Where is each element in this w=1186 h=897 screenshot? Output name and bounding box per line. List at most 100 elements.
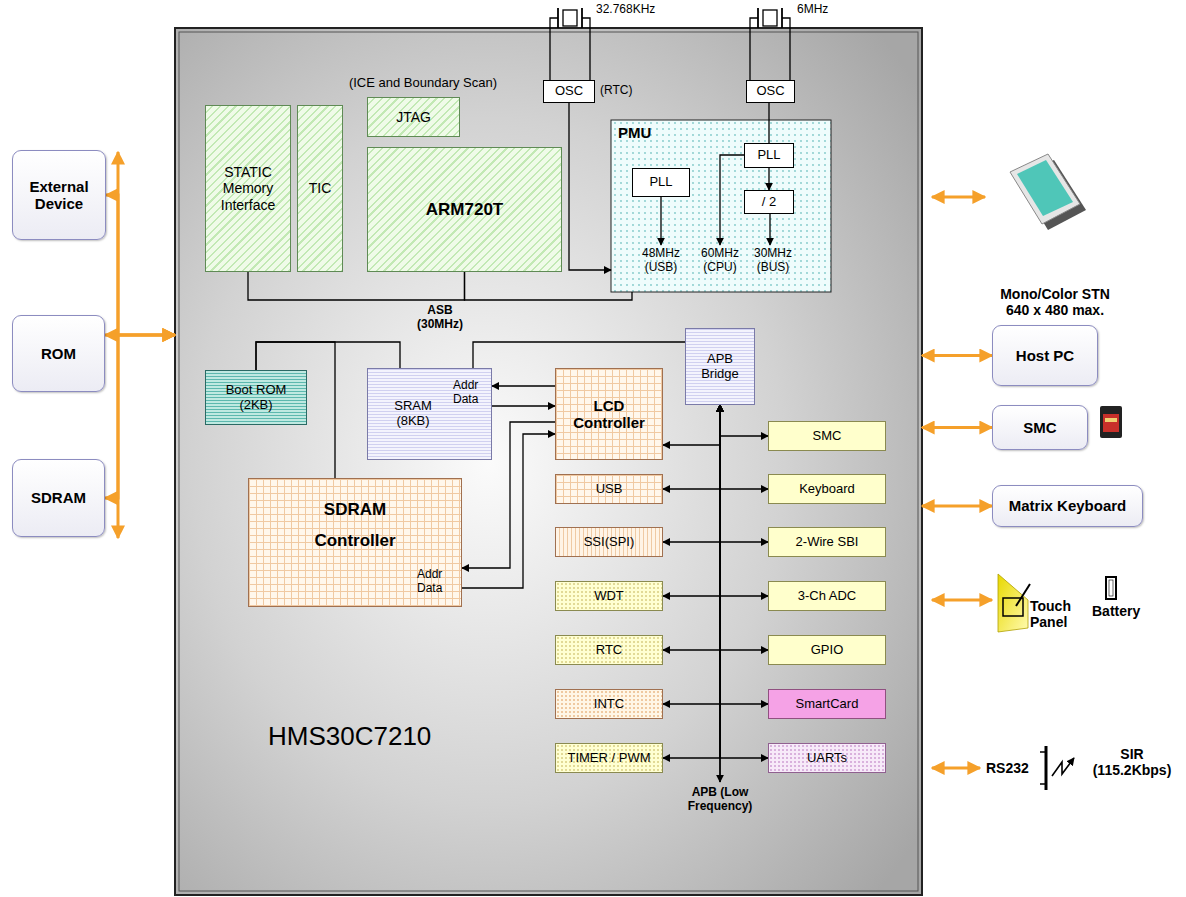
block-label: Host PC: [1016, 347, 1074, 364]
peripheral-box: WDT: [555, 581, 663, 611]
bus-connector: [720, 405, 768, 596]
peripheral-box: USB: [555, 474, 663, 504]
bus-connector: [248, 272, 465, 300]
rom-box: ROM: [12, 315, 105, 392]
block-label: ARM720T: [426, 200, 503, 220]
crystal-symbol: [750, 8, 790, 80]
block-label: UARTs: [807, 751, 847, 766]
external-device-box: External Device: [12, 150, 106, 240]
block-label: APB Bridge: [694, 352, 746, 382]
io-arrow: [106, 195, 175, 335]
io-arrow: [932, 197, 992, 768]
bus-connector: [720, 405, 768, 650]
divider-box: / 2: [744, 190, 794, 214]
bus-connector: [492, 405, 555, 406]
block-label: ROM: [41, 345, 76, 362]
peripheral-box: RTC: [555, 635, 663, 665]
port-label: RS232: [986, 760, 1040, 776]
sd-card-icon: [1100, 406, 1122, 438]
block-label: SMC: [1023, 419, 1056, 436]
boot-rom-block: Boot ROM (2KB): [205, 370, 307, 425]
bus-connector: [768, 168, 769, 190]
keyboard-box: Matrix Keyboard: [992, 485, 1143, 527]
block-label: External Device: [17, 178, 101, 213]
bus-connector: [720, 405, 768, 704]
bus-connector: [663, 405, 720, 489]
block-label: LCD Controller: [567, 397, 651, 432]
bus-connector: [663, 405, 720, 758]
lcd-controller-block: LCD Controller: [555, 368, 663, 460]
chip-outline-inner: [179, 32, 918, 891]
block-label: OSC: [756, 84, 784, 99]
peripheral-box: SSI(SPI): [555, 527, 663, 557]
block-label: Matrix Keyboard: [1009, 497, 1127, 514]
tic-block: TIC: [297, 105, 343, 272]
block-label: SDRAM Controller: [300, 495, 410, 556]
peripheral-box: TIMER / PWM: [555, 743, 663, 773]
bus-connector: [663, 405, 720, 650]
block-label: SSI(SPI): [584, 535, 635, 550]
crystal-frequency: 32.768KHz: [596, 3, 676, 17]
pll-box: PLL: [744, 143, 794, 168]
block-label: PLL: [757, 148, 780, 163]
port-label: Addr Data: [417, 568, 451, 596]
oscillator-box: OSC: [543, 80, 595, 103]
peripheral-box: GPIO: [768, 635, 886, 665]
block-label: PLL: [649, 175, 672, 190]
lcd-panel-icon: [1010, 154, 1086, 230]
oscillator-note: (RTC): [600, 84, 644, 98]
block-label: SMC: [813, 429, 842, 444]
crystal-symbol: [550, 8, 590, 80]
device-label: Battery: [1092, 603, 1154, 619]
cpu-core-block: ARM720T: [367, 147, 562, 272]
static-memory-block: STATIC Memory Interface: [205, 105, 291, 272]
io-arrow: [922, 505, 992, 508]
bus-connector: [720, 405, 768, 542]
block-label: 2-Wire SBI: [796, 535, 859, 550]
block-label: RTC: [596, 643, 622, 658]
bus-connector: [663, 405, 720, 704]
display-spec: Mono/Color STN 640 x 480 max.: [990, 286, 1120, 318]
bus-label: APB (Low Frequency): [668, 786, 772, 814]
block-label: OSC: [555, 84, 583, 99]
pmu-outline: [611, 120, 831, 292]
port-label: Addr Data: [453, 379, 485, 407]
sdram-box: SDRAM: [12, 459, 105, 537]
touch-panel-icon: [998, 574, 1030, 632]
sram-block: SRAM (8KB) Addr Data: [367, 368, 492, 460]
block-label: SRAM (8KB): [382, 399, 444, 429]
peripheral-box: INTC: [555, 689, 663, 719]
jtag-block: JTAG: [367, 97, 460, 137]
bus-connector: [720, 405, 768, 436]
host-pc-box: Host PC: [992, 325, 1098, 386]
block-label: / 2: [762, 195, 776, 210]
block-label: 3-Ch ADC: [798, 589, 857, 604]
bus-connector: [465, 272, 633, 300]
infrared-link-symbol: [1040, 746, 1074, 790]
peripheral-box: Keyboard: [768, 474, 886, 504]
peripheral-box: SmartCard: [768, 689, 886, 719]
smc-card-box: SMC: [992, 405, 1088, 450]
bus-connector: [720, 405, 768, 489]
bus-connector: [720, 405, 768, 758]
soc-chip: HMS30C7210JTAGSTATIC Memory InterfaceTIC…: [175, 28, 922, 895]
jtag-note: (ICE and Boundary Scan): [343, 76, 503, 91]
block-label: PMU: [618, 124, 824, 141]
bus-connector: [768, 103, 769, 143]
block-label: STATIC Memory Interface: [210, 164, 286, 212]
block-label: TIC: [309, 180, 332, 196]
io-arrow: [922, 426, 992, 429]
apb-bridge-block: APB Bridge: [685, 328, 755, 405]
battery-icon: [1106, 577, 1116, 599]
clock-label: 60MHz (CPU): [696, 247, 744, 275]
oscillator-box: OSC: [746, 80, 795, 103]
port-label: SIR (115.2Kbps): [1082, 746, 1182, 778]
block-label: GPIO: [811, 643, 844, 658]
io-arrow: [105, 335, 175, 498]
chip-outline: [175, 28, 922, 895]
block-label: Boot ROM (2KB): [221, 383, 291, 413]
bus-connector: [663, 405, 720, 445]
bus-connector: [256, 342, 400, 370]
sdram-controller-block: SDRAM ControllerAddr Data: [248, 478, 462, 607]
